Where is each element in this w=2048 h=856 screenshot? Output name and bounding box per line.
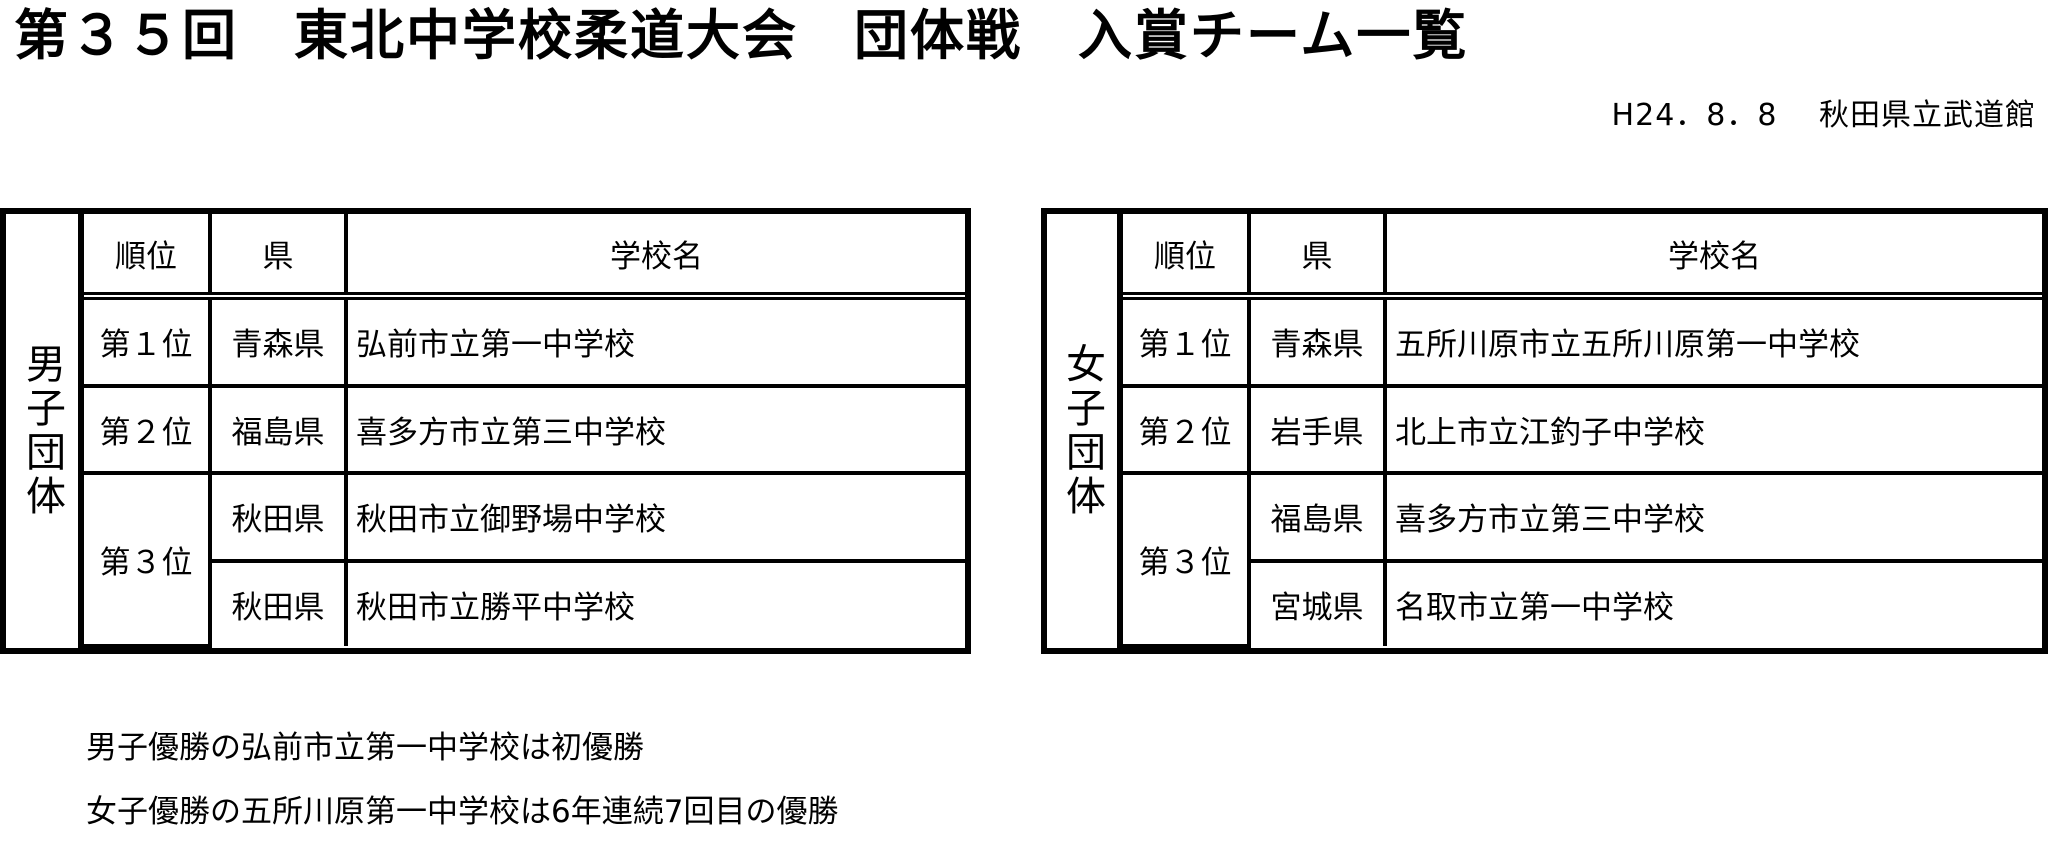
prefecture-cell: 青森県 <box>208 294 348 388</box>
page-title: 第３５回 東北中学校柔道大会 団体戦 入賞チーム一覧 <box>14 4 1469 67</box>
prefecture-cell: 宮城県 <box>1247 558 1387 646</box>
prefecture-cell: 岩手県 <box>1247 383 1387 476</box>
header-row: 順位 県 学校名 <box>84 214 965 300</box>
school-cell: 弘前市立第一中学校 <box>344 294 965 388</box>
school-cell: 名取市立第一中学校 <box>1383 558 2042 646</box>
rank-cell: 第２位 <box>1123 383 1251 476</box>
table-row: 第１位 青森県 弘前市立第一中学校 <box>84 294 965 388</box>
prefecture-cell: 秋田県 <box>208 471 348 563</box>
header-school: 学校名 <box>1383 214 2042 300</box>
girls-results-table: 女子団体 順位 県 学校名 第１位 青森県 五所川原市立五所川原第一中学校 第２… <box>1041 208 2048 654</box>
school-cell: 北上市立江釣子中学校 <box>1383 383 2042 476</box>
header-school: 学校名 <box>344 214 965 300</box>
note-boys-champion: 男子優勝の弘前市立第一中学校は初優勝 <box>86 730 644 766</box>
table-row: 第２位 岩手県 北上市立江釣子中学校 <box>1123 383 2042 476</box>
table-row: 第２位 福島県 喜多方市立第三中学校 <box>84 383 965 476</box>
table-row: 秋田県 秋田市立勝平中学校 <box>84 558 965 646</box>
school-cell: 喜多方市立第三中学校 <box>344 383 965 476</box>
prefecture-cell: 青森県 <box>1247 294 1387 388</box>
prefecture-cell: 福島県 <box>1247 471 1387 563</box>
header-rank: 順位 <box>1123 214 1251 300</box>
school-cell: 秋田市立勝平中学校 <box>344 558 965 646</box>
rank-cell: 第３位 <box>1123 471 1251 648</box>
table-row: 第３位 秋田県 秋田市立御野場中学校 <box>84 471 965 648</box>
school-cell: 五所川原市立五所川原第一中学校 <box>1383 294 2042 388</box>
rank-cell: 第１位 <box>84 294 212 388</box>
header-row: 順位 県 学校名 <box>1123 214 2042 300</box>
header-rank: 順位 <box>84 214 212 300</box>
table-row: 第３位 福島県 喜多方市立第三中学校 <box>1123 471 2042 648</box>
girls-results-grid: 順位 県 学校名 第１位 青森県 五所川原市立五所川原第一中学校 第２位 岩手県… <box>1123 214 2042 648</box>
note-girls-champion: 女子優勝の五所川原第一中学校は6年連続7回目の優勝 <box>86 794 839 830</box>
notes: 男子優勝の弘前市立第一中学校は初優勝 女子優勝の五所川原第一中学校は6年連続7回… <box>86 728 838 856</box>
prefecture-cell: 福島県 <box>208 383 348 476</box>
boys-results-grid: 順位 県 学校名 第１位 青森県 弘前市立第一中学校 第２位 福島県 喜多方市立… <box>84 214 965 648</box>
boys-team-label: 男子団体 <box>6 214 84 648</box>
school-cell: 喜多方市立第三中学校 <box>1383 471 2042 563</box>
boys-results-table: 男子団体 順位 県 学校名 第１位 青森県 弘前市立第一中学校 第２位 福島県 … <box>0 208 971 654</box>
table-row: 宮城県 名取市立第一中学校 <box>1123 558 2042 646</box>
event-date-venue: H24．8．8 秋田県立武道館 <box>1611 98 2036 133</box>
rank-cell: 第１位 <box>1123 294 1251 388</box>
school-cell: 秋田市立御野場中学校 <box>344 471 965 563</box>
girls-team-label: 女子団体 <box>1047 214 1123 648</box>
prefecture-cell: 秋田県 <box>208 558 348 646</box>
header-prefecture: 県 <box>1247 214 1387 300</box>
rank-cell: 第３位 <box>84 471 212 648</box>
table-row: 第１位 青森県 五所川原市立五所川原第一中学校 <box>1123 294 2042 388</box>
rank-cell: 第２位 <box>84 383 212 476</box>
header-prefecture: 県 <box>208 214 348 300</box>
